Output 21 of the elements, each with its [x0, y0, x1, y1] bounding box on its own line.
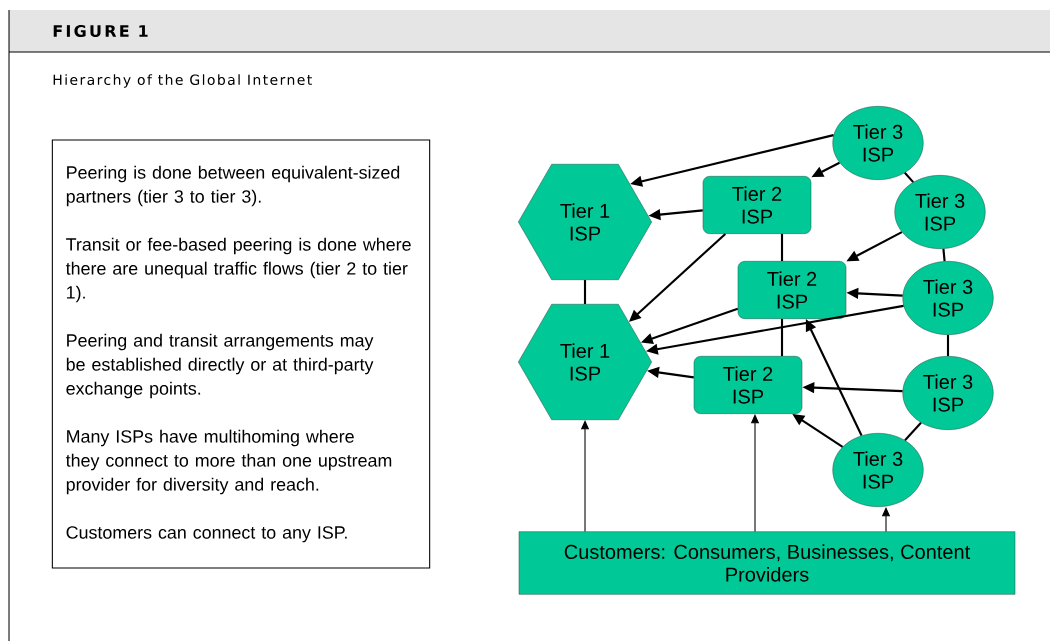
customers-box: Customers: Consumers, Businesses, Content Providers — [518, 531, 1016, 595]
connector-line — [904, 422, 922, 441]
figure-title: Hierarchy of the Global Internet — [53, 74, 312, 88]
connector-line — [780, 233, 784, 262]
text-box — [51, 139, 431, 569]
isp-hexagon: Tier 1 ISP — [518, 164, 652, 280]
note-text: Many ISPs have multihoming where they connect to more than one upstream provider for diversity and reach. — [65, 429, 392, 495]
connector-line — [946, 334, 950, 357]
connector-line — [942, 248, 946, 262]
note-text: Transit or fee-based peering is done where there are unequal traffic flows (tier 2 to tier 1). — [65, 237, 411, 303]
isp-hexagon: Tier 1 ISP — [518, 304, 652, 420]
connector-line — [583, 280, 587, 304]
figure-number: FIGURE 1 — [53, 24, 148, 38]
isp-box: Tier 2 ISP — [702, 176, 812, 234]
note-text: Peering and transit arrangements may be established directly or at third-party exchange points. — [66, 333, 374, 399]
connector-line — [904, 172, 914, 183]
isp-box: Tier 2 ISP — [737, 261, 847, 319]
isp-box: Tier 2 ISP — [693, 356, 803, 414]
note-text: Customers can connect to any ISP. — [66, 526, 347, 543]
connector-line — [780, 318, 784, 357]
note-text: Peering is done between equivalent-sized partners (tier 3 to tier 3). — [66, 165, 400, 207]
